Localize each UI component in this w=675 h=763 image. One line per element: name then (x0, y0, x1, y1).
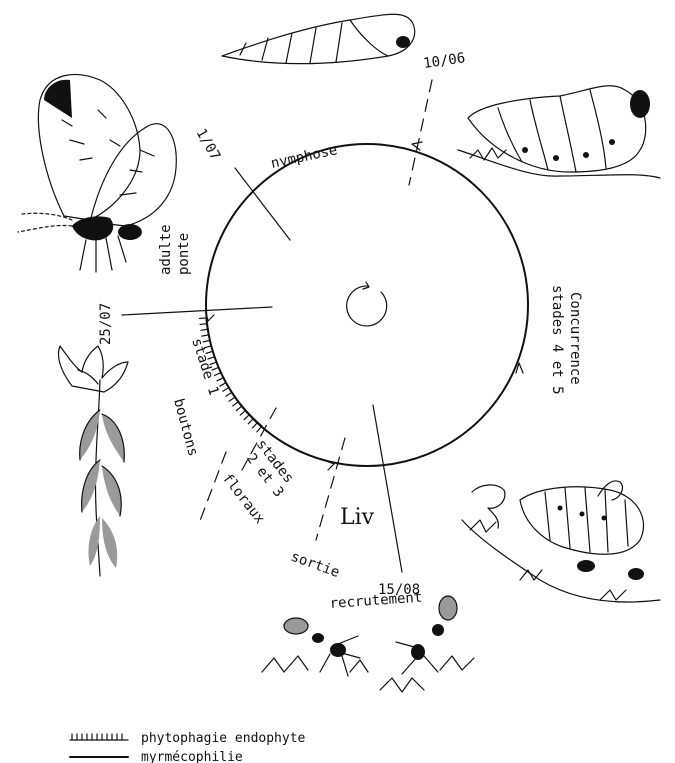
hatch-tick (244, 415, 249, 420)
hatch-tick (257, 427, 262, 432)
date-1-07: 1/07 (193, 126, 224, 163)
label-stades-4-5: stades 4 et 5 (549, 285, 565, 395)
date-25-07: 25/07 (98, 303, 114, 345)
hatch-tick (201, 329, 208, 330)
label-liv: Liv (340, 505, 375, 530)
butterfly-illustration (18, 75, 176, 272)
date-labels: 10/06 1/07 25/07 15/08 (98, 50, 466, 598)
label-recrutement: recrutement (329, 590, 423, 612)
date-10-06: 10/06 (422, 50, 466, 72)
hatch-tick (236, 406, 241, 410)
legend-hatch-sample (70, 734, 128, 740)
label-stade-1: stade 1 (188, 336, 221, 397)
caterpillar-illustration (458, 86, 660, 178)
label-concurrence: Concurrence (567, 292, 583, 385)
label-adulte: adulte (158, 224, 174, 275)
hatch-tick (229, 397, 235, 401)
caterpillar-ants-illustration (462, 481, 660, 602)
hatch-tick (200, 318, 207, 319)
hatch-tick (233, 402, 239, 406)
label-sortie: sortie (289, 549, 342, 581)
legend-item-myrmecophilie: myrmécophilie (141, 750, 243, 763)
hatch-tick (252, 423, 257, 428)
cycle-ring (206, 142, 528, 470)
label-boutons: boutons (170, 397, 201, 458)
hatch-tick (223, 388, 229, 392)
hatch-tick (240, 411, 245, 416)
chrysalis-illustration (222, 14, 415, 63)
hatch-tick (220, 383, 226, 386)
phase-labels: nymphose adulte ponte stade 1 boutons st… (158, 142, 583, 612)
hatch-tick (200, 324, 207, 325)
label-ponte: ponte (176, 233, 192, 275)
legend-item-phytophagie: phytophagie endophyte (141, 731, 306, 746)
plant-illustration (59, 346, 129, 576)
label-nymphose: nymphose (270, 142, 339, 172)
hatch-tick (248, 419, 253, 424)
hatch-tick (226, 392, 232, 396)
legend: phytophagie endophyte myrmécophilie (70, 731, 306, 763)
ants-illustration (262, 596, 474, 692)
